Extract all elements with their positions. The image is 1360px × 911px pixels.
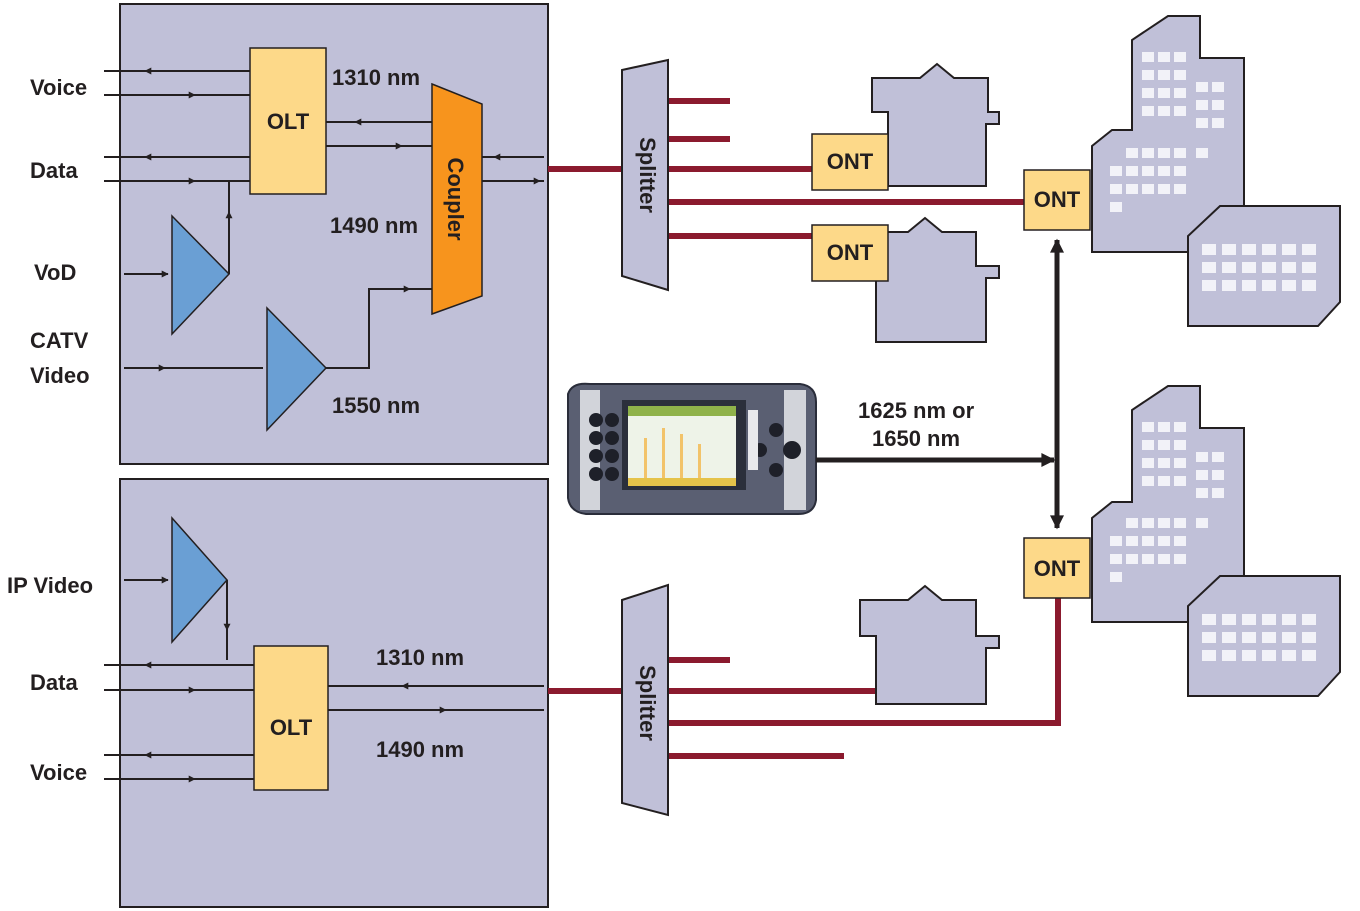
bottom-wavelength-1490-label: 1490 nm (376, 737, 464, 762)
top-ont-1-label: ONT (827, 149, 874, 174)
top-low-building-windows (1202, 244, 1316, 291)
bottom-ont-box (1023, 537, 1091, 599)
bottom-fiber-lines (548, 598, 1061, 759)
bottom-ont-label: ONT (1034, 556, 1081, 581)
bottom-splitter (621, 583, 669, 817)
bottom-house-icon (859, 584, 1000, 705)
top-house-1-icon (871, 62, 1000, 187)
top-wavelength-1550-label: 1550 nm (332, 393, 420, 418)
ip-video-lines (124, 576, 231, 660)
top-office-building-windows (1110, 52, 1224, 212)
top-ont-1-box (811, 133, 889, 191)
bottom-wavelength-1310-label: 1310 nm (376, 645, 464, 670)
bottom-data-voice-lines (104, 661, 254, 783)
top-input-vod-label: VoD (34, 260, 76, 285)
top-voice-data-lines (104, 67, 250, 185)
top-input-data-label: Data (30, 158, 78, 183)
bottom-input-ip-video-label: IP Video (7, 573, 93, 598)
bottom-splitter-label: Splitter (635, 665, 660, 741)
top-fiber-lines (548, 98, 1024, 239)
top-ont-2-box (811, 224, 889, 282)
catv-lines (124, 285, 432, 372)
vod-lines (124, 181, 233, 278)
top-olt-label: OLT (267, 109, 310, 134)
bottom-input-voice-label: Voice (30, 760, 87, 785)
bottom-olt-label: OLT (270, 715, 313, 740)
vod-amplifier-icon (171, 214, 231, 336)
coupler-block (431, 82, 483, 316)
bottom-olt-box (253, 645, 329, 791)
test-wavelength-label-line2: 1650 nm (872, 426, 960, 451)
coupler-output-lines (482, 153, 544, 185)
top-wavelength-1310-label: 1310 nm (332, 65, 420, 90)
top-wavelength-1490-label: 1490 nm (330, 213, 418, 238)
otdr-test-instrument (567, 382, 817, 515)
top-olt-coupler-lines (326, 118, 432, 150)
top-ont-2-label: ONT (827, 240, 874, 265)
top-ont-3-label: ONT (1034, 187, 1081, 212)
bottom-olt-output-lines (328, 682, 544, 714)
top-splitter (621, 58, 669, 292)
ip-video-amplifier-icon (171, 516, 229, 644)
top-input-catv-label-line1: CATV (30, 328, 89, 353)
bottom-input-data-label: Data (30, 670, 78, 695)
top-input-voice-label: Voice (30, 75, 87, 100)
bottom-low-building-windows (1202, 614, 1316, 661)
top-splitter-label: Splitter (635, 137, 660, 213)
top-input-catv-label-line2: Video (30, 363, 90, 388)
bottom-office-building-windows (1110, 422, 1224, 582)
coupler-label: Coupler (443, 157, 468, 241)
top-olt-box (249, 47, 327, 195)
catv-amplifier-icon (266, 306, 328, 432)
test-wavelength-label-line1: 1625 nm or (858, 398, 975, 423)
top-ont-3-box (1023, 169, 1091, 231)
